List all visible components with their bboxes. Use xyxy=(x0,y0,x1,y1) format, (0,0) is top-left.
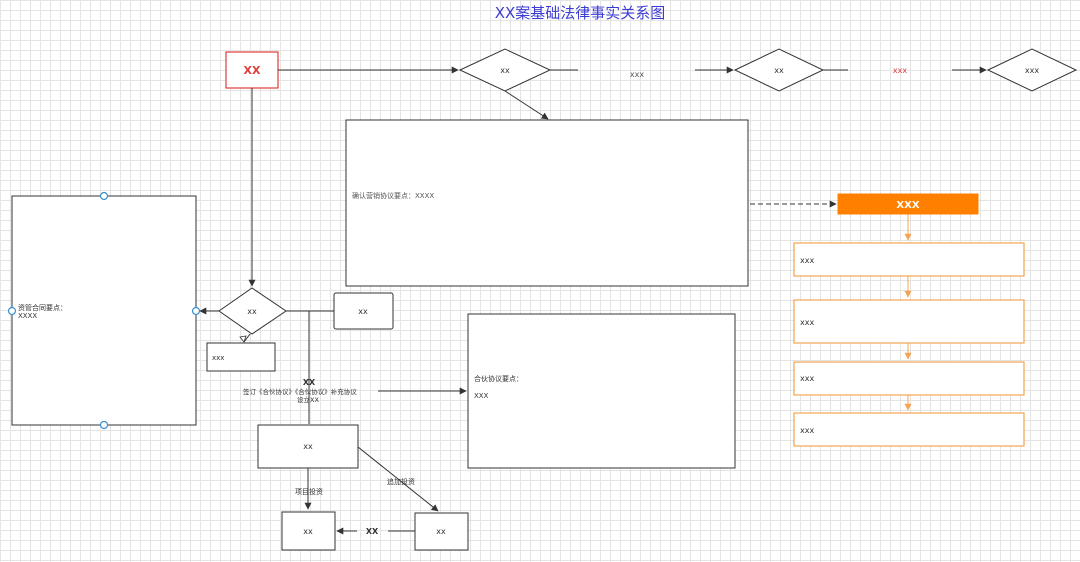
resize-handle-right[interactable] xyxy=(191,306,201,316)
resize-handle-bottom[interactable] xyxy=(99,420,109,430)
right-mid-box-line1: 合伙协议要点： xyxy=(474,374,523,383)
edge-d1-d2-label: xxx xyxy=(630,70,644,79)
orange-item-4[interactable] xyxy=(793,412,1025,447)
edge-bottom-right-label: 追加投资 xyxy=(387,477,415,486)
orange-item-3-label: xxx xyxy=(800,374,814,383)
middle-box-label: xx xyxy=(303,442,313,451)
big-top-box[interactable] xyxy=(345,119,749,287)
edge-bottom-label: XX xyxy=(366,527,379,536)
orange-item-2-label: xxx xyxy=(800,318,814,327)
orange-item-4-label: xxx xyxy=(800,426,814,435)
bottom-left-box-label: xx xyxy=(303,527,313,536)
resize-handle-left[interactable] xyxy=(7,306,17,316)
resize-handle-top[interactable] xyxy=(99,191,109,201)
small-box-below[interactable] xyxy=(206,342,276,372)
orange-item-1-label: xxx xyxy=(800,256,814,265)
decision-node-3[interactable] xyxy=(986,48,1078,92)
mid-xx-label: XX xyxy=(303,378,316,387)
start-node[interactable] xyxy=(225,51,279,89)
decision-node-1-label: xx xyxy=(500,66,510,75)
diagram-title: XX案基础法律事实关系图 xyxy=(495,4,666,22)
left-big-box-line2: XXXX xyxy=(18,312,37,320)
edge-d2-d3-label: xxx xyxy=(893,66,907,75)
establish-label: 设立XX xyxy=(297,395,319,404)
sign-agreement-label: 签订《合伙协议》《合伙协议》补充协议 xyxy=(243,387,357,396)
bottom-right-box-label: xx xyxy=(436,527,446,536)
middle-box[interactable] xyxy=(257,424,359,469)
edge-mid-to-bottom-right xyxy=(357,446,439,512)
left-big-box-line1: 资管合同要点： xyxy=(18,303,67,312)
small-box-below-label: xxx xyxy=(212,354,224,362)
orange-item-3[interactable] xyxy=(793,361,1025,396)
bottom-left-box[interactable] xyxy=(281,511,336,551)
start-node-label: XX xyxy=(244,64,261,77)
orange-item-2[interactable] xyxy=(793,299,1025,344)
edge-d1-to-big-box xyxy=(504,90,549,120)
decision-node-2-label: xx xyxy=(774,66,784,75)
right-mid-box-line2: XXX xyxy=(474,392,489,400)
edge-end-diamond xyxy=(239,335,247,343)
right-mid-box[interactable] xyxy=(467,313,736,469)
right-small-box[interactable] xyxy=(333,292,394,330)
edge-bottom-left-label: 项目投资 xyxy=(295,487,323,496)
decision-node-3-label: xxx xyxy=(1025,66,1039,75)
main-decision-label: xx xyxy=(247,307,257,316)
right-small-box-label: xx xyxy=(358,307,368,316)
orange-item-1[interactable] xyxy=(793,242,1025,277)
bottom-right-box[interactable] xyxy=(414,512,469,551)
orange-header-label: XXX xyxy=(896,200,919,211)
big-top-box-text: 确认营销协议要点：XXXX xyxy=(352,191,434,200)
edge-main-to-small-box xyxy=(243,333,251,343)
